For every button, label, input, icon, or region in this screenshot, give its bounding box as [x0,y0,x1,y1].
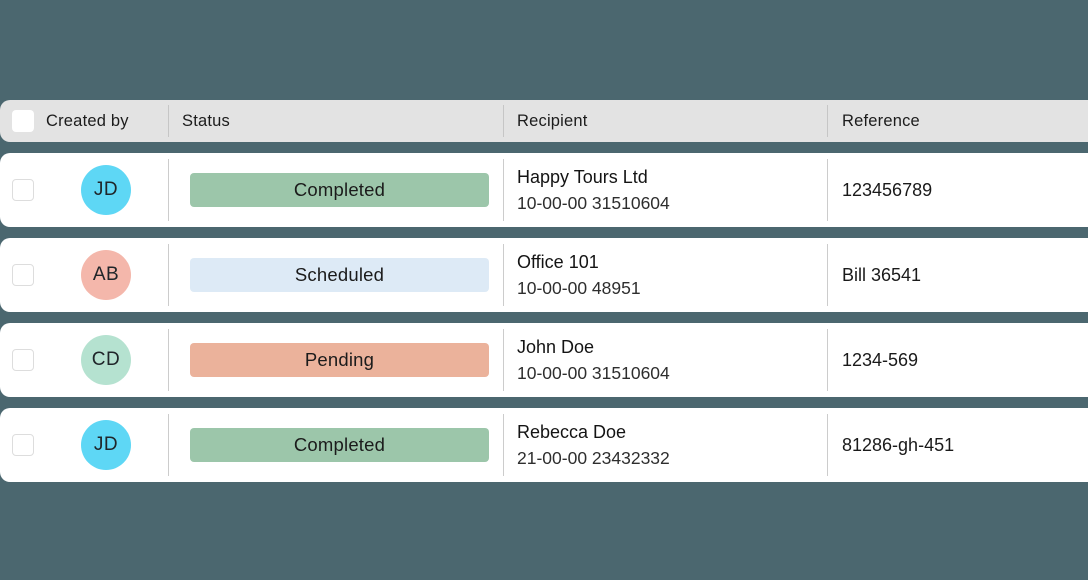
column-header-recipient: Recipient [517,111,588,130]
avatar: JD [81,420,131,470]
recipient-account: 21-00-00 23432332 [517,447,670,468]
table-header-row: Created by Status Recipient Reference [0,100,1088,142]
cell-reference: Bill 36541 [827,238,1088,312]
column-header-created-by: Created by [46,111,129,130]
cell-created-by: JD [0,408,168,482]
cell-reference: 123456789 [827,153,1088,227]
avatar: CD [81,335,131,385]
cell-reference: 81286-gh-451 [827,408,1088,482]
cell-reference: 1234-569 [827,323,1088,397]
status-badge: Pending [190,343,489,377]
table-row[interactable]: AB Scheduled Office 101 10-00-00 48951 B… [0,238,1088,312]
recipient-account: 10-00-00 48951 [517,277,641,298]
recipient-name: John Doe [517,336,595,357]
recipient-account: 10-00-00 31510604 [517,192,670,213]
cell-recipient: Office 101 10-00-00 48951 [503,238,827,312]
select-all-checkbox[interactable] [12,110,34,132]
status-badge: Scheduled [190,258,489,292]
row-checkbox[interactable] [12,264,34,286]
cell-created-by: JD [0,153,168,227]
header-cell-status: Status [168,100,503,142]
table-row[interactable]: JD Completed Happy Tours Ltd 10-00-00 31… [0,153,1088,227]
table-row[interactable]: CD Pending John Doe 10-00-00 31510604 12… [0,323,1088,397]
cell-recipient: John Doe 10-00-00 31510604 [503,323,827,397]
column-header-reference: Reference [842,111,920,130]
header-cell-created-by: Created by [0,100,168,142]
cell-status: Completed [168,153,503,227]
status-badge: Completed [190,173,489,207]
recipient-name: Office 101 [517,251,599,272]
cell-created-by: CD [0,323,168,397]
recipient-account: 10-00-00 31510604 [517,362,670,383]
table-row[interactable]: JD Completed Rebecca Doe 21-00-00 234323… [0,408,1088,482]
reference-value: 81286-gh-451 [842,434,955,455]
cell-recipient: Rebecca Doe 21-00-00 23432332 [503,408,827,482]
row-checkbox[interactable] [12,434,34,456]
reference-value: 1234-569 [842,349,919,370]
avatar: AB [81,250,131,300]
reference-value: 123456789 [842,179,933,200]
recipient-name: Rebecca Doe [517,421,627,442]
header-cell-recipient: Recipient [503,100,827,142]
recipient-name: Happy Tours Ltd [517,166,648,187]
reference-value: Bill 36541 [842,264,922,285]
cell-created-by: AB [0,238,168,312]
header-cell-reference: Reference [827,100,1088,142]
column-header-status: Status [182,111,230,130]
cell-status: Pending [168,323,503,397]
row-checkbox[interactable] [12,349,34,371]
cell-recipient: Happy Tours Ltd 10-00-00 31510604 [503,153,827,227]
avatar: JD [81,165,131,215]
cell-status: Scheduled [168,238,503,312]
status-badge: Completed [190,428,489,462]
row-checkbox[interactable] [12,179,34,201]
cell-status: Completed [168,408,503,482]
payments-table: Created by Status Recipient Reference JD… [0,100,1088,493]
